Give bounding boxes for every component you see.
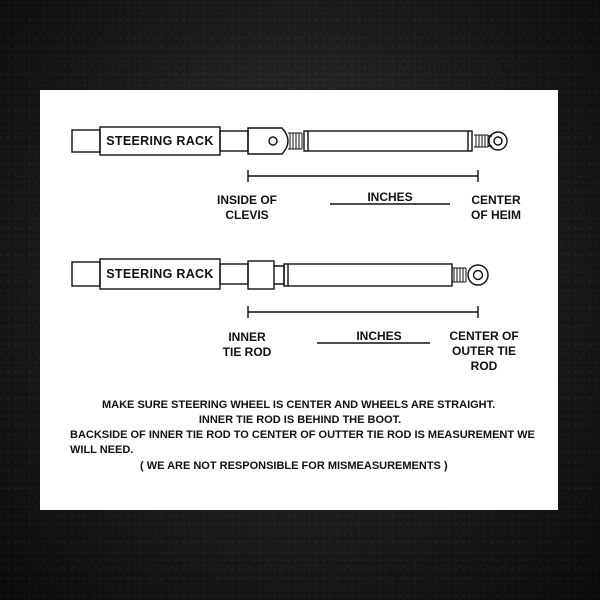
diagram1-rack-stub [71,129,101,153]
note-line-1: MAKE SURE STEERING WHEEL IS CENTER AND W… [102,399,496,411]
diagram2-inches-label: INCHES [356,329,402,343]
diagram1-rack-shaft [219,130,249,152]
diagram2-boot-collar [274,265,285,285]
instruction-card: STEERING RACK INSIDE OF CLEVIS INCHES CE… [40,90,558,510]
diagram1-threads-right [474,134,489,148]
diagram2-left-label: INNER TIE ROD [222,330,272,359]
diagram2-assembly [71,258,489,344]
diagram1-inches-label: INCHES [367,190,413,204]
note-line-4: ( WE ARE NOT RESPONSIBLE FOR MISMEASUREM… [140,460,448,472]
diagram2-tie-rod-tube [283,263,453,287]
diagram1-left-label: INSIDE OF CLEVIS [216,193,277,222]
diagram2-threads-right [452,267,467,283]
tie-rod-diagrams [71,126,508,344]
diagram2-inner-tie-rod [247,260,275,290]
diagram2-rack-label: STEERING RACK [106,267,214,281]
diagram2-outer-tie-rod-end [467,264,489,286]
diagram2-rack-shaft [219,263,249,285]
note-line-3: BACKSIDE OF INNER TIE ROD TO CENTER OF O… [70,429,535,456]
diagram2-rack-stub [71,261,101,287]
diagram1-clevis [247,127,289,155]
diagram1-threads-left [288,132,303,150]
diagram1-tie-rod-tube [303,130,473,152]
diagram1-heim-joint [488,131,508,151]
diagram1-rack-label: STEERING RACK [106,134,214,148]
diagram1-assembly [71,126,508,205]
diagram2-outer-tie-rod-hole [472,269,484,281]
diagram1-heim-hole [493,136,503,146]
diagram1-right-label: CENTER OF HEIM [471,193,521,222]
diagram2-right-label: CENTER OF OUTER TIE ROD [449,329,519,373]
note-line-2: INNER TIE ROD IS BEHIND THE BOOT. [198,414,402,426]
diagram1-clevis-hole [268,136,278,146]
